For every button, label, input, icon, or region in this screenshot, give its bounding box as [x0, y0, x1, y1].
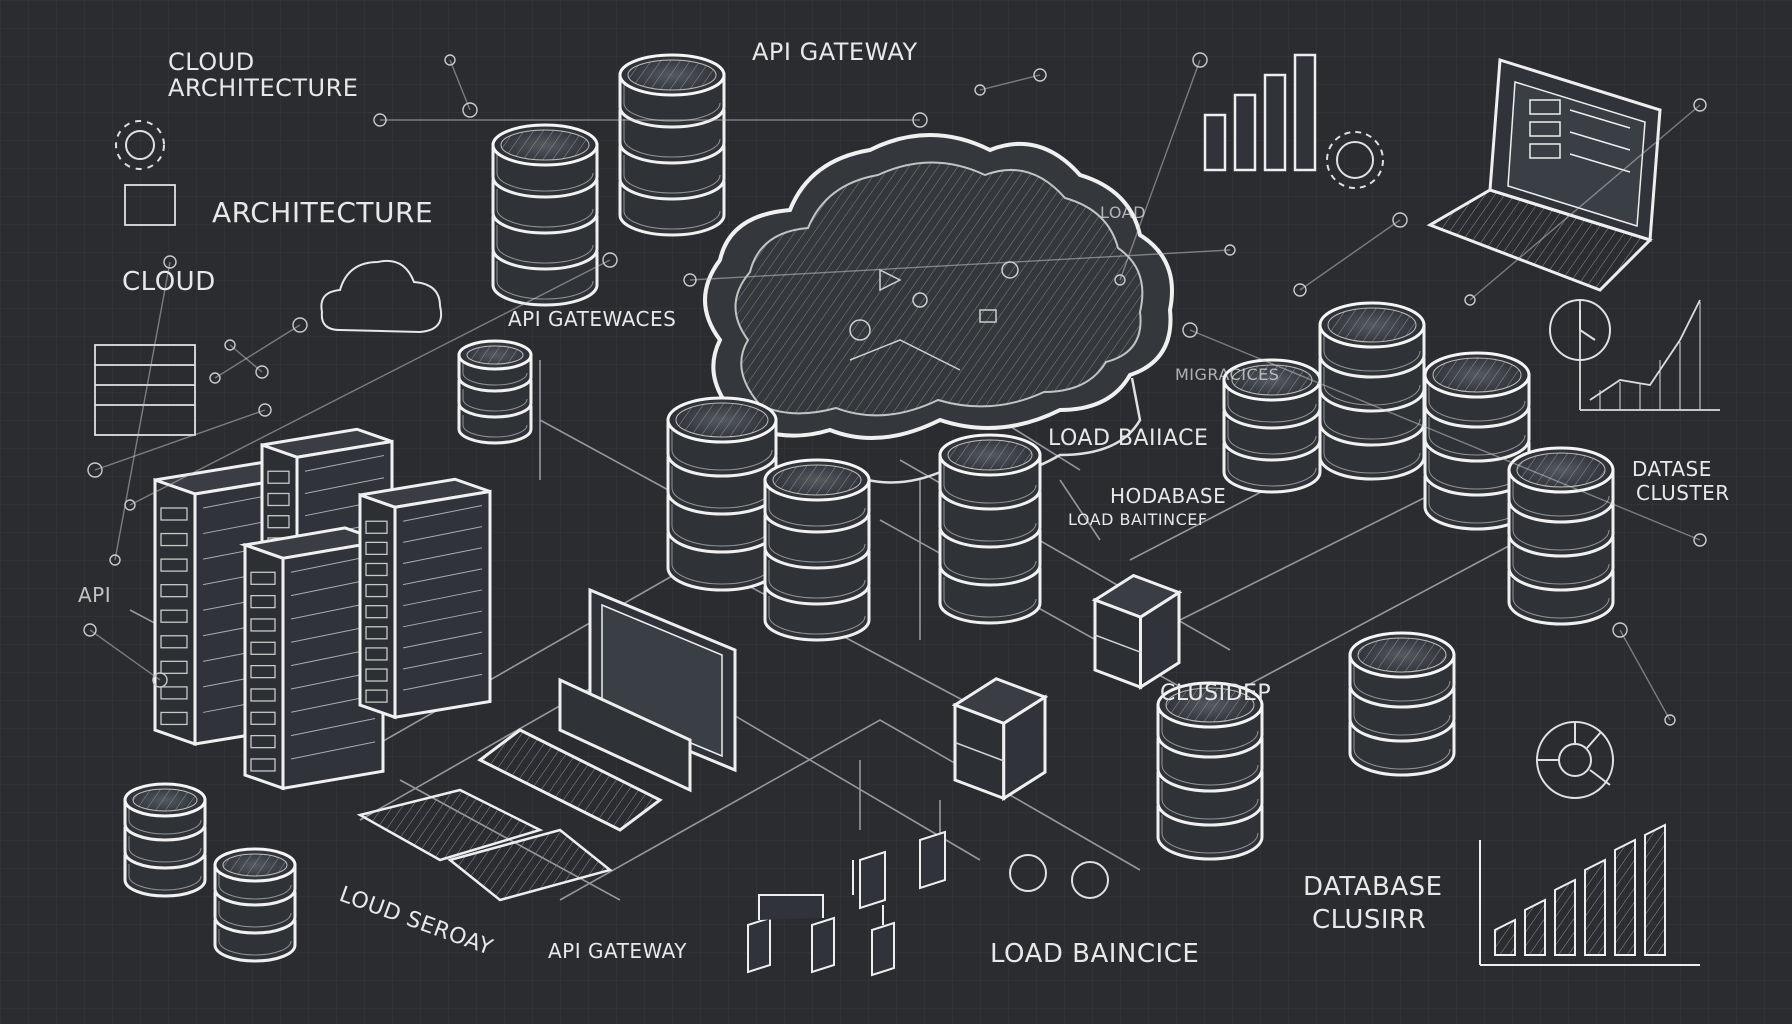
database-icon: [1507, 446, 1615, 626]
label-load-top: LOAD: [1100, 203, 1146, 222]
node-dot: [1033, 68, 1047, 82]
node-doodles: [83, 52, 1707, 726]
node-dot: [1693, 533, 1707, 547]
cube-icon: [951, 677, 1049, 802]
label-load-baitincef: LOAD BAITINCEF: [1068, 510, 1208, 529]
node-dot: [683, 273, 697, 287]
label-load-baiance-mid: LOAD BAIIACE: [1048, 426, 1208, 451]
cubes: [951, 573, 1183, 802]
label-load-baincice-bottom: LOAD BAINCICE: [990, 939, 1199, 969]
node-dot: [602, 252, 618, 268]
labels: CLOUD ARCHITECTURE ARCHITECTURE CLOUD AP…: [78, 38, 1730, 969]
label-dataase-cluster-line1: DATASE: [1632, 457, 1712, 481]
node-dot: [1392, 212, 1408, 228]
database-icon: [1156, 681, 1264, 861]
database-icon: [1318, 301, 1426, 481]
label-api-gateway-bottom: API GATEWAY: [548, 939, 687, 963]
database-stacks: [123, 53, 1615, 963]
label-database-clusirr-line1: DATABASE: [1303, 872, 1443, 902]
small-device-icons: [747, 830, 946, 977]
label-microservices: MIGRACICES: [1175, 365, 1279, 384]
node-dot: [224, 339, 236, 351]
label-architecture: ARCHITECTURE: [212, 196, 433, 229]
database-icon: [213, 847, 297, 963]
node-dot: [209, 372, 221, 384]
node-dot: [1114, 274, 1126, 286]
label-api-gateway-top: API GATEWAY: [752, 38, 918, 66]
node-dot: [258, 403, 272, 417]
line-chart-icon: [1579, 299, 1720, 411]
node-dot: [83, 623, 97, 637]
pie-chart-icon: [1536, 721, 1614, 799]
database-icon: [1423, 351, 1531, 531]
node-dot: [974, 84, 986, 96]
database-icon: [618, 53, 726, 237]
node-dot: [255, 365, 269, 379]
keyboard-icon: [356, 788, 613, 902]
node-dot: [1664, 714, 1676, 726]
label-hodabase: HODABASE: [1110, 484, 1226, 508]
list-widget-icon: [94, 184, 196, 436]
database-icon: [491, 123, 599, 307]
database-icon: [938, 433, 1042, 625]
node-dot: [462, 102, 478, 118]
bar-chart-icon: [1203, 53, 1317, 172]
database-icon: [123, 782, 207, 898]
label-dataase-cluster-line2: CLUSTER: [1636, 481, 1730, 505]
monitor-icon: [477, 587, 737, 832]
node-dot: [109, 554, 121, 566]
server-racks: [153, 427, 492, 791]
label-cloud-architecture-line1: CLOUD: [168, 48, 255, 76]
node-dot: [444, 54, 456, 66]
database-icon: [763, 458, 871, 642]
node-dot: [124, 499, 136, 511]
node-dot: [1182, 322, 1198, 338]
database-icon: [457, 339, 533, 445]
node-dot: [1464, 294, 1476, 306]
gear-icon: [115, 120, 1384, 899]
label-database-clusirr-line2: CLUSIRR: [1312, 905, 1426, 935]
database-icon: [666, 396, 778, 592]
node-dot: [163, 255, 177, 269]
clock-icon: [1549, 299, 1611, 361]
label-cloud: CLOUD: [122, 267, 216, 297]
node-dot: [152, 672, 168, 688]
server-rack-icon: [358, 477, 492, 720]
database-icon: [1348, 631, 1456, 777]
cube-icon: [1091, 573, 1183, 690]
label-api-gatewaces: API GATEWACES: [508, 307, 676, 331]
cloud-doodles: [849, 261, 1019, 371]
cloud-icon: [703, 133, 1174, 484]
node-dot: [1293, 283, 1307, 297]
server-rack-icon: [239, 526, 389, 791]
node-dot: [87, 462, 103, 478]
growth-chart-icon: [1479, 823, 1700, 966]
node-dot: [1192, 52, 1208, 68]
label-api-side: API: [78, 583, 111, 607]
node-dot: [292, 317, 308, 333]
node-dot: [1693, 98, 1707, 112]
label-clusidep: CLUSIDEP: [1160, 681, 1271, 706]
label-cloud-architecture-line2: ARCHITECTURE: [168, 74, 358, 102]
node-dot: [912, 112, 928, 128]
small-cloud-icon: [320, 260, 442, 334]
node-dot: [1612, 622, 1628, 638]
database-icon: [1222, 358, 1322, 494]
